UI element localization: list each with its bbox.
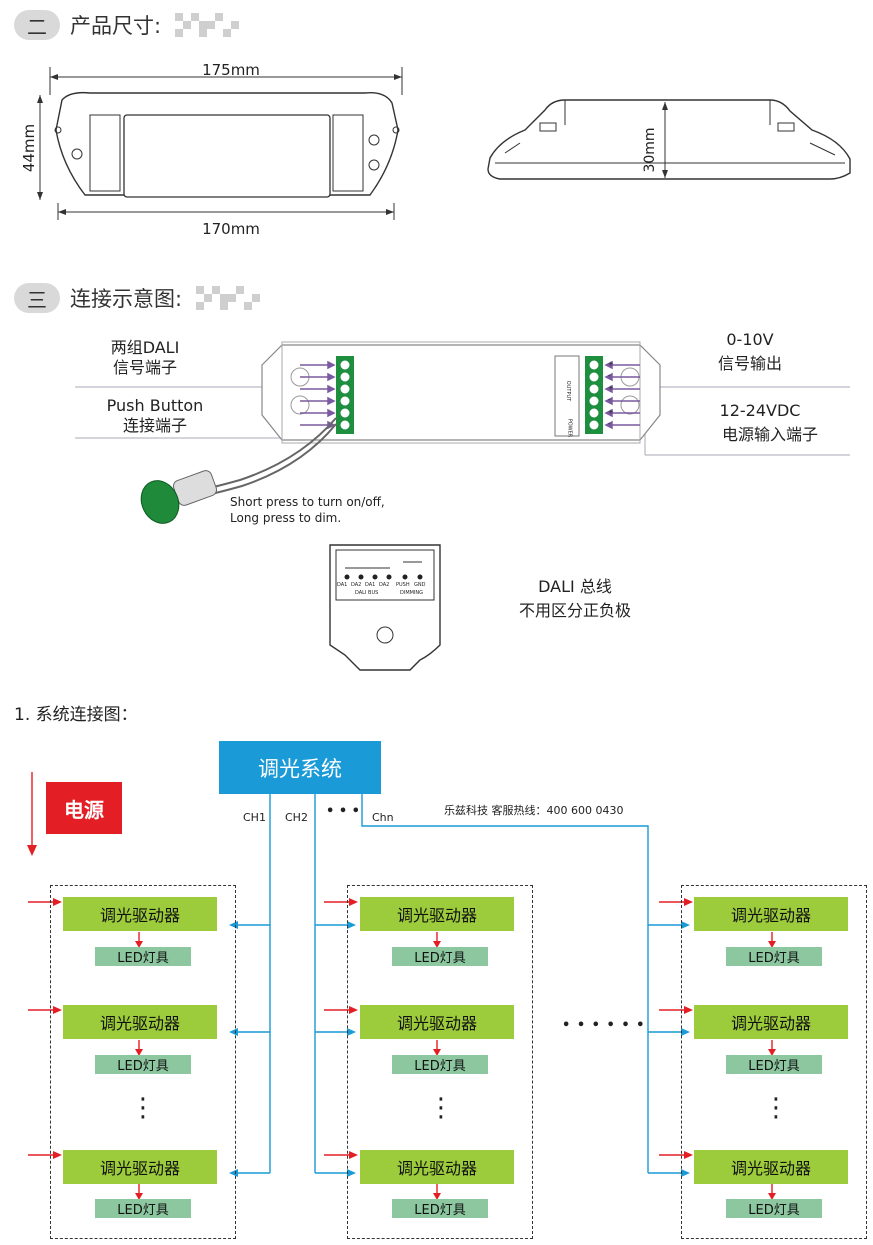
checker-cell	[199, 29, 208, 37]
product-dimension-drawing	[37, 67, 851, 220]
driver-box: 调光驱动器	[63, 1005, 217, 1039]
checker-cell	[220, 302, 229, 310]
section-wiring-header: 三 连接示意图:	[14, 281, 261, 315]
channel-chn: Chn	[372, 811, 394, 824]
vertical-ellipsis: ⋮	[763, 1093, 789, 1123]
checker-cell	[207, 21, 216, 29]
checker-cell	[220, 294, 229, 302]
checker-cell	[199, 21, 208, 29]
section-number-badge: 三	[14, 283, 60, 313]
terminal-group-dali-bus: DALI BUS	[355, 590, 379, 596]
terminal-polarity-4: -	[608, 396, 611, 404]
led-box: LED灯具	[95, 1055, 191, 1074]
led-box: LED灯具	[726, 1199, 822, 1218]
checker-cell	[228, 294, 237, 302]
section-number-badge: 二	[14, 10, 60, 40]
section-product-size-header: 二 产品尺寸:	[14, 8, 240, 42]
dimension-170: 170mm	[202, 220, 260, 238]
driver-box: 调光驱动器	[694, 1150, 848, 1184]
terminal-group-dimming: DIMMING	[400, 590, 424, 596]
checker-cell	[175, 29, 184, 37]
output-label-signal: 信号输出	[717, 354, 782, 373]
led-box: LED灯具	[392, 1199, 488, 1218]
led-box: LED灯具	[726, 947, 822, 966]
output-label-voltage: 0-10V	[726, 330, 774, 349]
driver-box: 调光驱动器	[63, 897, 217, 931]
power-label-voltage: 12-24VDC	[719, 401, 801, 420]
terminal-label-da1-b: DA1	[365, 582, 376, 588]
checker-cell	[236, 286, 245, 294]
led-box: LED灯具	[95, 947, 191, 966]
terminal-polarity-6: -	[608, 420, 611, 428]
vertical-ellipsis: ⋮	[130, 1093, 156, 1123]
checker-cell	[183, 21, 192, 29]
channel-ch2: CH2	[285, 811, 308, 824]
power-box: 电源	[46, 782, 122, 834]
driver-group-chn	[681, 885, 867, 1239]
section-title: 连接示意图:	[70, 287, 183, 311]
terminal-polarity-5: +	[608, 408, 614, 416]
terminal-polarity-3: +	[608, 384, 614, 392]
led-box: LED灯具	[95, 1199, 191, 1218]
section-title: 产品尺寸:	[70, 14, 162, 38]
checker-cell	[196, 302, 205, 310]
terminal-label-da2: DA2	[351, 582, 362, 588]
driver-box: 调光驱动器	[360, 1005, 514, 1039]
driver-box: 调光驱动器	[694, 1005, 848, 1039]
checker-cell	[223, 29, 232, 37]
wiring-diagram	[75, 341, 850, 671]
driver-group-ch1	[50, 885, 236, 1239]
system-connection-heading: 1. 系统连接图：	[14, 705, 138, 725]
terminal-polarity-2: -	[608, 372, 611, 380]
power-label-terminal: 电源输入端子	[721, 425, 818, 444]
decorative-checker-icon	[196, 286, 261, 310]
dali-terminal-label: 两组DALI 信号端子	[110, 338, 180, 377]
led-box: LED灯具	[726, 1055, 822, 1074]
checker-cell	[231, 21, 240, 29]
vertical-ellipsis: ⋮	[428, 1093, 454, 1123]
driver-box: 调光驱动器	[694, 897, 848, 931]
terminal-label-push: PUSH	[396, 582, 410, 588]
dimming-system-box: 调光系统	[219, 741, 381, 794]
terminal-polarity-1: +	[608, 360, 614, 368]
push-button-terminal-label: Push Button 连接端子	[106, 396, 204, 435]
terminal-label-da2-b: DA2	[379, 582, 390, 588]
checker-cell	[204, 294, 213, 302]
checker-cell	[244, 302, 253, 310]
checker-cell	[212, 286, 221, 294]
led-box: LED灯具	[392, 947, 488, 966]
checker-cell	[191, 13, 200, 21]
decorative-checker-icon	[175, 13, 240, 37]
checker-cell	[215, 13, 224, 21]
dali-bus-note: DALI 总线 不用区分正负极	[518, 577, 631, 620]
terminal-label-da1: DA1	[337, 582, 348, 588]
driver-box: 调光驱动器	[360, 897, 514, 931]
led-box: LED灯具	[392, 1055, 488, 1074]
channel-ellipsis: • • •	[326, 804, 360, 819]
terminal-label-gnd: GND	[414, 582, 426, 588]
horizontal-ellipsis: • • • • • •	[562, 1018, 646, 1033]
customer-hotline: 乐兹科技 客服热线：400 600 0430	[444, 804, 624, 817]
driver-box: 调光驱动器	[63, 1150, 217, 1184]
checker-cell	[175, 13, 184, 21]
checker-cell	[252, 294, 261, 302]
dimension-175: 175mm	[202, 61, 260, 79]
driver-group-ch2	[347, 885, 533, 1239]
button-note: Short press to turn on/off, Long press t…	[230, 495, 385, 525]
channel-ch1: CH1	[243, 811, 266, 824]
checker-cell	[196, 286, 205, 294]
driver-box: 调光驱动器	[360, 1150, 514, 1184]
